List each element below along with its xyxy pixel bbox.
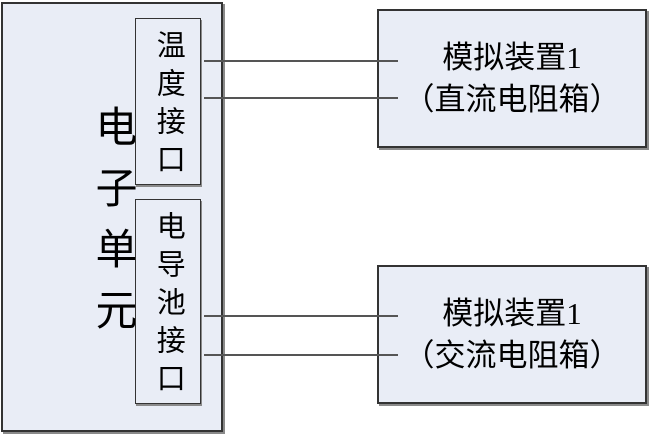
device-dc-subtitle: （直流电阻箱）	[403, 81, 621, 117]
connector-temp-to-dc-wire-1	[204, 60, 398, 62]
device-ac-subtitle: （交流电阻箱）	[403, 337, 621, 373]
electronic-unit-label: 电子单元	[89, 104, 136, 349]
device-dc-resistance-box: 模拟装置1 （直流电阻箱）	[377, 9, 647, 148]
connector-temp-to-dc-wire-2	[204, 97, 398, 99]
conductivity-cell-interface-box: 电导池接口	[135, 199, 201, 404]
connector-cond-to-ac-wire-1	[204, 315, 398, 317]
conductivity-cell-interface-label: 电导池接口	[152, 211, 185, 401]
device-dc-title: 模拟装置1	[442, 39, 582, 75]
device-ac-title: 模拟装置1	[442, 295, 582, 331]
temperature-interface-label: 温度接口	[152, 30, 185, 182]
temperature-interface-box: 温度接口	[135, 18, 201, 185]
device-ac-resistance-box: 模拟装置1 （交流电阻箱）	[377, 265, 647, 404]
connector-cond-to-ac-wire-2	[204, 354, 398, 356]
